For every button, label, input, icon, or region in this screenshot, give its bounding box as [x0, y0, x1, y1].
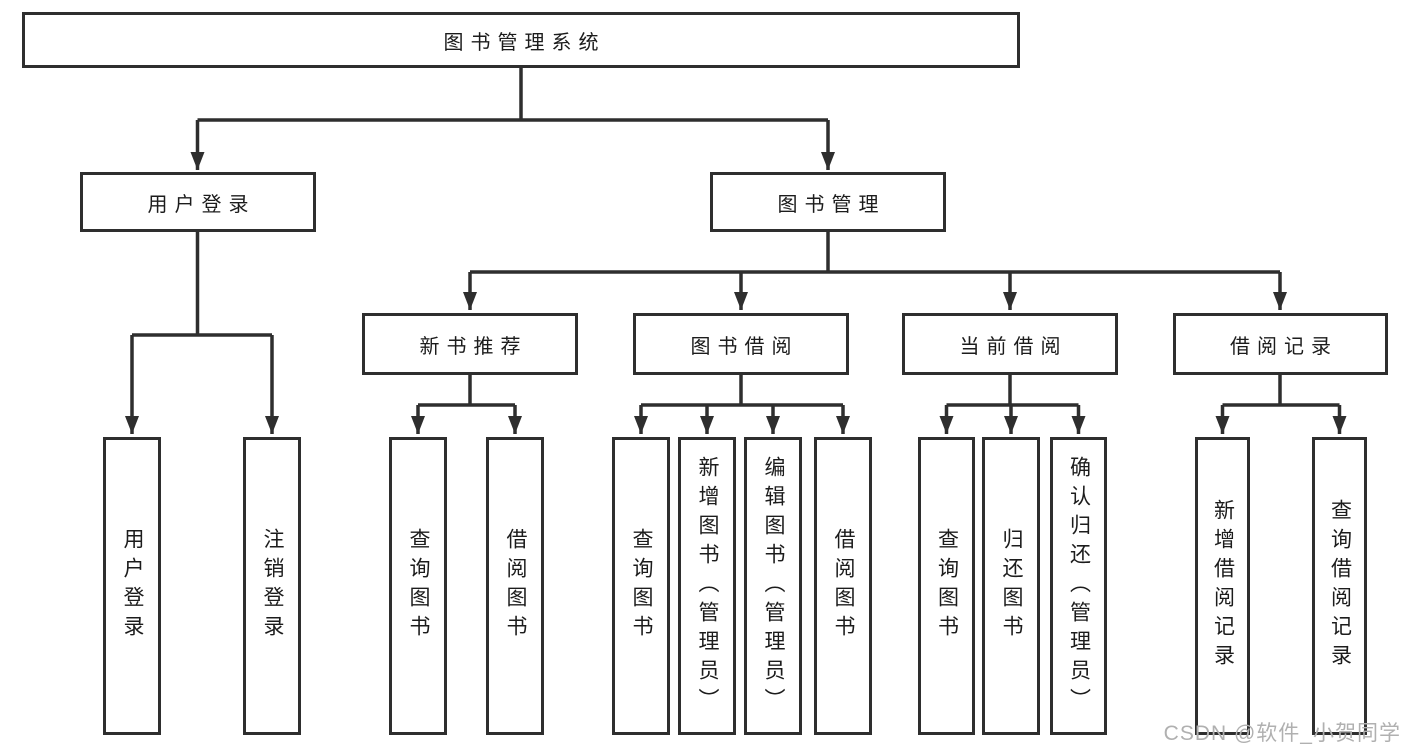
node-user-login: 用户登录: [80, 172, 316, 232]
node-label: 图书借阅: [690, 335, 799, 358]
node-label: 查询图书: [935, 528, 959, 644]
node-label: 查询图书: [630, 528, 653, 644]
leaf-user-login: 用户登录: [103, 437, 161, 735]
node-book-borrowing: 图书借阅: [633, 313, 849, 375]
leaf-borrowing-edit-books-admin: 编辑图书（管理员）: [744, 437, 802, 735]
node-label: 借阅记录: [1230, 335, 1338, 358]
leaf-borrowing-add-books-admin: 新增图书（管理员）: [678, 437, 736, 735]
node-new-book-recommend: 新书推荐: [362, 313, 578, 375]
leaf-newbook-borrow-books: 借阅图书: [486, 437, 544, 735]
node-book-management: 图书管理: [710, 172, 946, 232]
leaf-current-confirm-return-admin: 确认归还（管理员）: [1050, 437, 1107, 735]
leaf-borrowing-query-books: 查询图书: [612, 437, 670, 735]
leaf-newbook-query-books: 查询图书: [389, 437, 447, 735]
node-label: 当前借阅: [959, 335, 1068, 358]
leaf-records-add-borrow-record: 新增借阅记录: [1195, 437, 1250, 735]
leaf-current-query-books: 查询图书: [918, 437, 975, 735]
node-label: 查询图书: [407, 528, 430, 644]
csdn-watermark: CSDN @软件_小贺同学: [1163, 722, 1401, 745]
leaf-current-return-books: 归还图书: [982, 437, 1040, 735]
node-label: 新增图书（管理员）: [696, 455, 719, 717]
node-label: 查询借阅记录: [1328, 499, 1352, 673]
node-label: 编辑图书（管理员）: [762, 455, 785, 717]
leaf-records-query-borrow-record: 查询借阅记录: [1312, 437, 1367, 735]
node-borrow-records: 借阅记录: [1173, 313, 1388, 375]
node-label: 图书管理系统: [443, 31, 606, 54]
node-current-borrowing: 当前借阅: [902, 313, 1118, 375]
node-label: 图书管理: [777, 193, 886, 216]
node-label: 借阅图书: [832, 528, 855, 644]
node-label: 新增借阅记录: [1211, 499, 1235, 673]
node-library-management-system: 图书管理系统: [22, 12, 1020, 68]
node-label: 注销登录: [261, 528, 284, 644]
node-label: 用户登录: [147, 193, 256, 216]
leaf-logout: 注销登录: [243, 437, 301, 735]
leaf-borrowing-borrow-books: 借阅图书: [814, 437, 872, 735]
node-label: 用户登录: [121, 528, 144, 644]
node-label: 归还图书: [1000, 528, 1023, 644]
node-label: 新书推荐: [419, 335, 528, 358]
node-label: 借阅图书: [504, 528, 527, 644]
node-label: 确认归还（管理员）: [1067, 455, 1091, 717]
